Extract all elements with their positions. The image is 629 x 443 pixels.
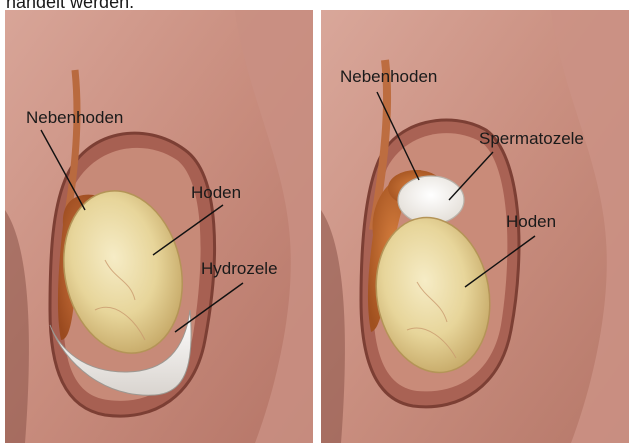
label-spermatozele: Spermatozele bbox=[479, 129, 584, 148]
label-hoden-right: Hoden bbox=[506, 212, 556, 231]
label-hoden-left: Hoden bbox=[191, 183, 241, 202]
spermatocele-cyst bbox=[398, 176, 464, 224]
label-nebenhoden-left: Nebenhoden bbox=[26, 108, 123, 127]
label-nebenhoden-right: Nebenhoden bbox=[340, 67, 437, 86]
illustration-hydrocele: Nebenhoden Hoden Hydrozele bbox=[5, 10, 313, 443]
label-hydrozele: Hydrozele bbox=[201, 259, 278, 278]
illustration-spermatocele: Nebenhoden Spermatozele Hoden bbox=[321, 10, 629, 443]
